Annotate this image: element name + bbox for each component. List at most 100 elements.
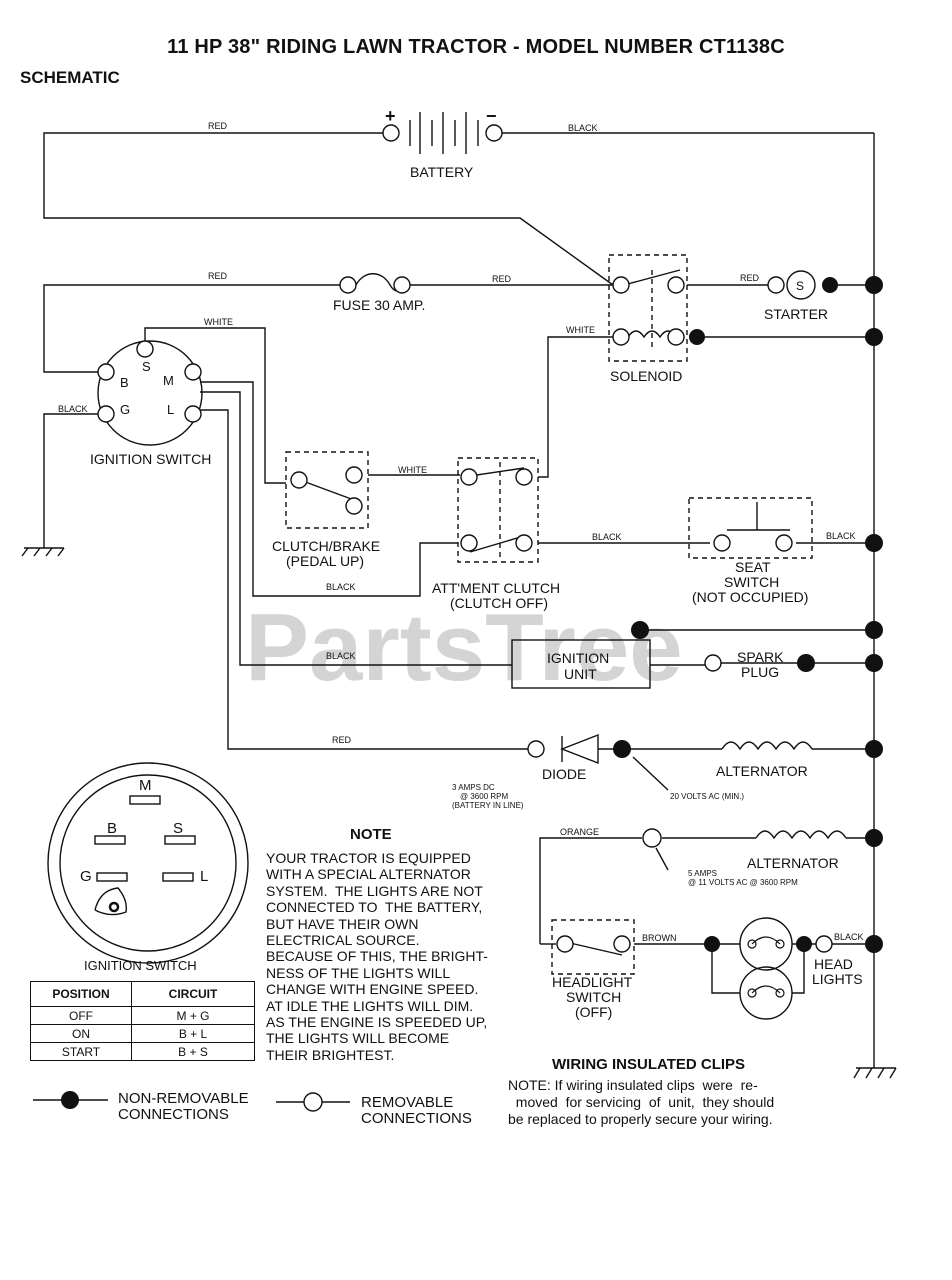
fuse-label: FUSE 30 AMP. [333, 297, 425, 313]
table-row: ON B + L [30, 1024, 255, 1043]
headlight-switch-label-2: SWITCH [566, 989, 621, 1005]
table-cell: B + S [131, 1042, 255, 1061]
headlight-switch-label-3: (OFF) [575, 1004, 612, 1020]
alternator-spec: 20 VOLTS AC (MIN.) [670, 792, 744, 801]
face-terminal-m: M [139, 777, 152, 794]
wire-black-ground [43, 413, 98, 548]
table-cell: START [30, 1042, 132, 1061]
terminal-b: B [120, 375, 129, 390]
attment-label-2: (CLUTCH OFF) [450, 595, 548, 611]
starter-s-label: S [796, 279, 804, 293]
wire-label-black-lights: BLACK [834, 932, 864, 942]
seat-label-3: (NOT OCCUPIED) [692, 589, 808, 605]
ignition-switch-face-outer [47, 762, 249, 964]
ignition-table-title: IGNITION SWITCH [84, 958, 197, 973]
clutch-brake-label-2: (PEDAL UP) [286, 553, 364, 569]
diode-symbol [560, 733, 599, 765]
wire-label-red-fuse-2: RED [492, 274, 512, 284]
spark-label-2: PLUG [741, 664, 779, 680]
face-terminal-b: B [107, 820, 117, 837]
watermark-text: PartsTree [245, 594, 683, 701]
terminal-g: G [120, 402, 130, 417]
diagram-title: 11 HP 38" RIDING LAWN TRACTOR - MODEL NU… [167, 36, 785, 58]
ignition-unit-box [511, 639, 651, 689]
alternator2-spec-2: @ 11 VOLTS AC @ 3600 RPM [688, 878, 798, 887]
wire-label-black-m: BLACK [326, 582, 356, 592]
table-row: OFF M + G [30, 1006, 255, 1025]
wire-white-solenoid [538, 336, 613, 478]
seat-switch-box [688, 497, 813, 559]
wire-label-red-diode: RED [332, 735, 352, 745]
wire-label-red-battery: RED [208, 121, 228, 131]
face-terminal-g: G [80, 868, 92, 885]
wire-label-white-clutch: WHITE [398, 465, 427, 475]
wire-label-orange: ORANGE [560, 827, 599, 837]
face-terminal-s: S [173, 820, 183, 837]
wire-white-s [144, 327, 286, 484]
clips-body: NOTE: If wiring insulated clips were re-… [508, 1077, 775, 1127]
wire-label-white-s: WHITE [204, 317, 233, 327]
table-header-position: POSITION [30, 981, 132, 1007]
ignition-switch-face-inner [59, 774, 237, 952]
wire-label-white-solenoid: WHITE [566, 325, 595, 335]
battery-label: BATTERY [410, 164, 474, 180]
table-header-circuit: CIRCUIT [131, 981, 255, 1007]
attment-label-1: ATT'MENT CLUTCH [432, 580, 560, 596]
starter-motor [786, 270, 816, 300]
ignition-switch-body [97, 340, 203, 446]
diode-label: DIODE [542, 766, 586, 782]
diagram-subtitle: SCHEMATIC [20, 68, 120, 87]
table-cell: M + G [131, 1006, 255, 1025]
wire-label-black-seat: BLACK [592, 532, 622, 542]
diode-spec-2: @ 3600 RPM [460, 792, 508, 801]
wire-battery-red [43, 132, 614, 286]
alternator-coil-1 [721, 741, 813, 751]
diode-spec-1: 3 AMPS DC [452, 783, 495, 792]
table-cell: OFF [30, 1006, 132, 1025]
wire-red-diode [200, 409, 528, 750]
wire-black-attment [200, 381, 458, 597]
legend-non-removable: NON-REMOVABLE CONNECTIONS [118, 1090, 249, 1123]
headlight-switch-label-1: HEADLIGHT [552, 974, 633, 990]
terminal-m: M [163, 373, 174, 388]
battery-terminal-minus [485, 124, 503, 142]
attment-clutch-box [457, 457, 539, 563]
alternator-label-1: ALTERNATOR [716, 763, 808, 779]
headlight-bulb-2 [739, 966, 793, 1020]
table-cell: B + L [131, 1024, 255, 1043]
wire-black-ignition-unit [200, 391, 512, 666]
wire-label-red-starter: RED [740, 273, 760, 283]
face-terminal-l: L [200, 868, 208, 885]
battery-terminal-plus [382, 124, 400, 142]
wire-label-red-fuse-1: RED [208, 271, 228, 281]
battery-plus-sign: + [385, 106, 396, 126]
ignition-unit-label-1: IGNITION [547, 650, 609, 666]
wire-label-black-battery: BLACK [568, 123, 598, 133]
ignition-unit-label-2: UNIT [564, 666, 597, 682]
headlight-bulb-1 [739, 917, 793, 971]
head-lights-label-2: LIGHTS [812, 971, 863, 987]
terminal-s: S [142, 359, 151, 374]
starter-label: STARTER [764, 306, 828, 322]
seat-label-2: SWITCH [724, 574, 779, 590]
battery-minus-sign: − [486, 106, 497, 126]
solenoid-label: SOLENOID [610, 368, 682, 384]
solenoid-box [608, 254, 688, 362]
wire-orange [539, 837, 642, 944]
headlight-switch-box [551, 919, 635, 975]
wire-label-black-g: BLACK [58, 404, 88, 414]
note-heading: NOTE [350, 826, 392, 843]
seat-label-1: SEAT [735, 559, 771, 575]
head-lights-label-1: HEAD [814, 956, 853, 972]
table-row: START B + S [30, 1042, 255, 1061]
wire-fuse-red [43, 284, 340, 373]
wire-label-black-ignition: BLACK [326, 651, 356, 661]
spark-label-1: SPARK [737, 649, 784, 665]
diode-spec-3: (BATTERY IN LINE) [452, 801, 524, 810]
terminal-l: L [167, 402, 174, 417]
legend-removable: REMOVABLE CONNECTIONS [361, 1094, 472, 1127]
ignition-position-table: POSITION CIRCUIT OFF M + G ON B + L STAR… [30, 981, 255, 1061]
clips-heading: WIRING INSULATED CLIPS [552, 1056, 746, 1073]
alternator-label-2: ALTERNATOR [747, 855, 839, 871]
